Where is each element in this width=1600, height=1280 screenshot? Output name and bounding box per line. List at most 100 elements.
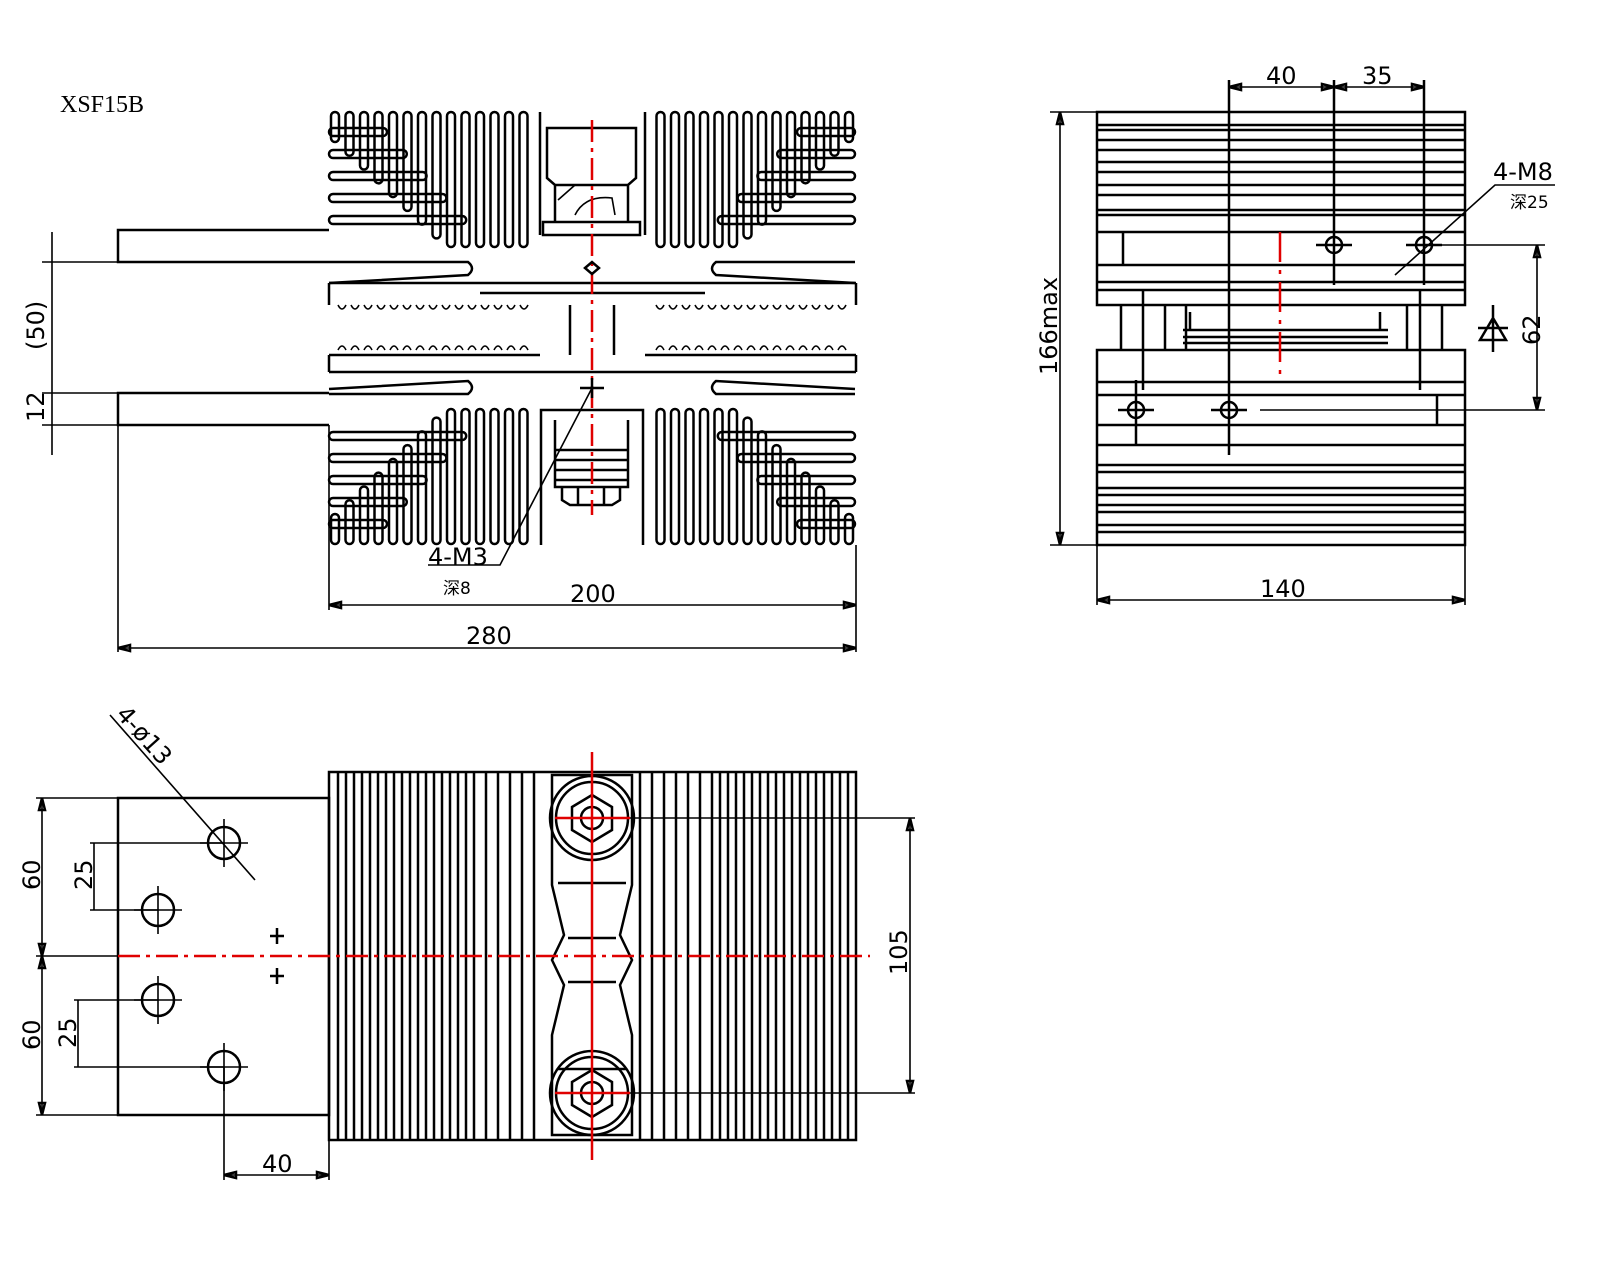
dim-50: (50) <box>22 301 50 350</box>
heatsink-fin <box>387 457 399 546</box>
dim-60-bottom: 60 <box>18 1019 46 1050</box>
heatsink-fin <box>795 518 857 530</box>
dim-60-top: 60 <box>18 859 46 890</box>
plate-tooth <box>428 304 756 351</box>
heatsink-fin <box>800 471 811 546</box>
heatsink-fin <box>327 148 409 160</box>
side-holes <box>1118 235 1442 420</box>
side-extension-lines <box>1134 80 1426 455</box>
heatsink-fin <box>727 407 739 546</box>
leader-4-o13 <box>109 714 256 881</box>
label-4-m8: 4-M8 <box>1493 158 1553 186</box>
terminal-bridge <box>550 773 634 1137</box>
bottom-connector <box>539 408 645 545</box>
plate-tooth <box>415 304 769 351</box>
heatsink-fin <box>800 110 811 185</box>
label-4-o13: 4-ø13 <box>111 700 178 770</box>
extension-line <box>328 425 857 652</box>
dim-25-top: 25 <box>70 859 98 890</box>
heatsink-fin <box>373 110 384 185</box>
heatsink-fin <box>327 170 428 182</box>
flange-holes <box>134 819 248 1091</box>
heatsink-fin <box>518 110 529 249</box>
heatsink-fin <box>445 407 457 546</box>
heatsink-fin <box>710 260 856 285</box>
heatsink-fin <box>727 110 739 249</box>
heatsink-fin <box>387 110 399 199</box>
heatsink-fin <box>460 110 471 249</box>
center-marks <box>270 928 284 984</box>
plate-tooth <box>376 304 808 351</box>
dim-25-bottom: 25 <box>54 1017 82 1048</box>
bottom-view: 105 60 25 60 25 40 4-ø13 <box>18 700 915 1180</box>
dim-280: 280 <box>466 622 512 650</box>
heatsink-fin <box>756 430 768 546</box>
plate-edge <box>329 353 856 374</box>
front-heatsink-fins <box>327 110 857 546</box>
dim-12: 12 <box>22 391 50 422</box>
heatsink-fin <box>736 192 857 204</box>
heatsink-fin <box>716 214 857 226</box>
heatsink-fin <box>713 407 724 546</box>
heatsink-fin <box>431 416 442 546</box>
top-busbar <box>116 228 329 264</box>
heatsink-fin <box>669 407 681 546</box>
dim-lines-vertical <box>42 232 118 455</box>
heatsink-fin <box>669 110 681 249</box>
heatsink-fin <box>698 407 710 546</box>
bottom-busbar <box>116 391 329 427</box>
side-dim-lines <box>1050 86 1545 605</box>
heatsink-fin <box>713 110 724 249</box>
heatsink-fin <box>742 416 753 546</box>
heatsink-fin <box>775 496 857 508</box>
heatsink-fin <box>771 110 782 213</box>
plate-tooth <box>389 304 795 351</box>
heatsink-fin <box>327 518 389 530</box>
heatsink-fin <box>445 110 457 249</box>
heatsink-fin <box>489 110 500 249</box>
connector-detail <box>557 184 616 216</box>
plate-tooth <box>337 304 847 351</box>
dim-arrows <box>117 600 857 653</box>
plate-tooth <box>467 304 717 351</box>
heatsink-fin <box>327 192 448 204</box>
heatsink-fin <box>344 110 355 158</box>
heatsink-fin <box>358 485 370 546</box>
bottom-fin-lines <box>336 772 850 1140</box>
dim-40: 40 <box>1266 62 1297 90</box>
heatsink-fin <box>503 407 515 546</box>
dim-166max: 166max <box>1035 277 1063 375</box>
heatsink-fin <box>814 110 826 171</box>
plate-tooth <box>402 304 782 351</box>
heatsink-fin <box>474 407 486 546</box>
heatsink-fin <box>716 430 857 442</box>
dim-lines-horizontal <box>118 604 856 649</box>
heatsink-fin <box>756 170 857 182</box>
heatsink-fin <box>756 110 768 226</box>
heatsink-fin <box>684 110 695 249</box>
heatsink-fin <box>518 407 529 546</box>
model-title: XSF15B <box>60 92 144 118</box>
hole-crosshairs <box>1118 243 1442 412</box>
plate-tooth <box>350 304 834 351</box>
heatsink-fin <box>655 407 666 546</box>
heatsink-fin <box>829 110 840 158</box>
heatsink-fin <box>358 110 370 171</box>
plate-tooth <box>519 304 665 351</box>
heatsink-fin <box>344 498 355 546</box>
plate-teeth <box>329 304 856 374</box>
heatsink-fin <box>710 379 856 396</box>
heatsink-fin <box>327 214 468 226</box>
side-lower-block <box>1095 348 1467 547</box>
plate-tooth <box>454 304 730 351</box>
leader-4-m8 <box>1394 184 1555 276</box>
heatsink-fin <box>416 110 428 226</box>
heatsink-fin <box>775 148 857 160</box>
side-fin-lines <box>1097 123 1465 534</box>
dim-40-bottom: 40 <box>262 1150 293 1178</box>
label-depth-25: 深25 <box>1510 193 1549 213</box>
plate-tooth <box>506 304 678 351</box>
bottom-dim-lines <box>36 797 915 1180</box>
heatsink-fin <box>684 407 695 546</box>
